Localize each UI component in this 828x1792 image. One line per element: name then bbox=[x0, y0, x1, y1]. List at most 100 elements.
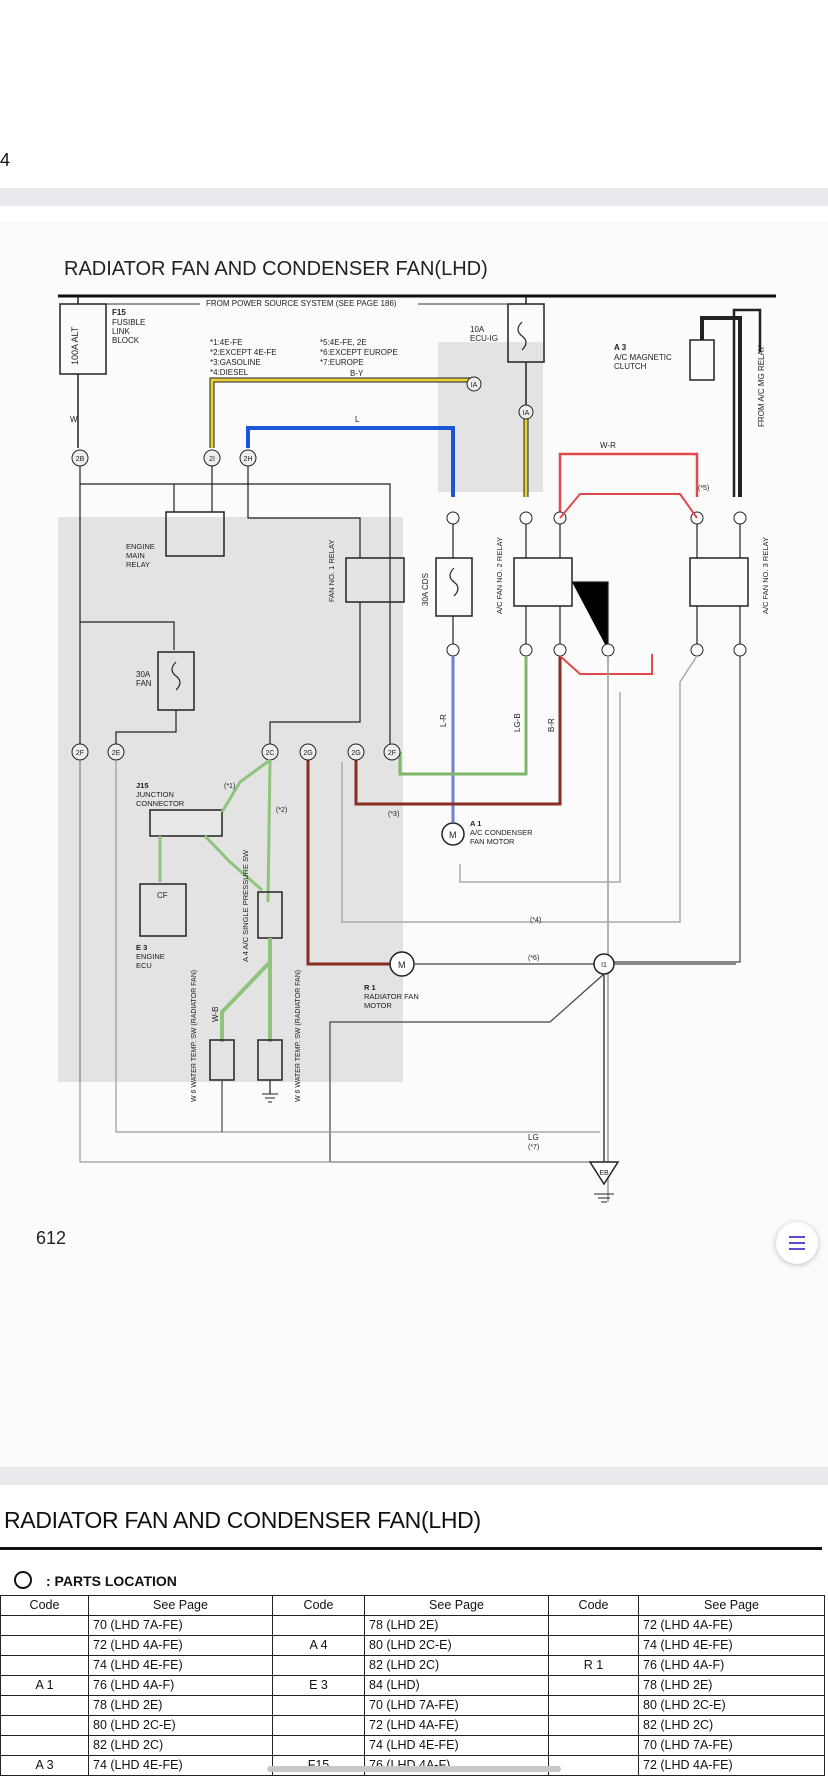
connector-2g-2-label: 2G bbox=[351, 750, 360, 757]
wire-label-br: B-R bbox=[547, 718, 556, 732]
see-page-cell: 82 (LHD 2C) bbox=[88, 1735, 273, 1756]
menu-button[interactable] bbox=[776, 1222, 818, 1264]
fuse-alt-box bbox=[59, 303, 107, 375]
legend-code-7: (*7) bbox=[528, 1144, 539, 1151]
note-2: *2:EXCEPT 4E-FE bbox=[210, 348, 277, 357]
see-page-cell: 74 (LHD 4E-FE) bbox=[88, 1755, 273, 1776]
code-cell bbox=[548, 1715, 639, 1736]
pressure-switch-label: A 4 A/C SINGLE PRESSURE SW bbox=[241, 849, 250, 962]
note-1: *1:4E-FE bbox=[210, 338, 242, 347]
code-cell bbox=[272, 1655, 365, 1676]
code-cell bbox=[272, 1715, 365, 1736]
ecu-code: E 3 bbox=[136, 943, 147, 952]
code-cell bbox=[272, 1615, 365, 1636]
wire-label-by: B-Y bbox=[350, 369, 364, 378]
header-see-page: See Page bbox=[88, 1595, 273, 1616]
see-page-cell: 70 (LHD 7A-FE) bbox=[638, 1735, 825, 1756]
header-code: Code bbox=[548, 1595, 639, 1616]
see-page-cell: 74 (LHD 4E-FE) bbox=[638, 1635, 825, 1656]
f15-code: F15 bbox=[112, 308, 126, 317]
ac-fan-no3-relay bbox=[689, 557, 749, 607]
source-note: FROM POWER SOURCE SYSTEM (SEE PAGE 186) bbox=[206, 299, 397, 308]
svg-text:CF: CF bbox=[157, 891, 168, 900]
legend-code-4: (*4) bbox=[530, 917, 541, 924]
fusible-label-3: BLOCK bbox=[112, 336, 140, 345]
parts-location-table: Code See Page Code See Page Code See Pag… bbox=[0, 1595, 825, 1776]
fuse-alt-label: 100A ALT bbox=[70, 326, 80, 365]
connector-2f-left-label: 2F bbox=[76, 750, 84, 757]
see-page-cell: 70 (LHD 7A-FE) bbox=[88, 1615, 273, 1636]
fan-fuse-label: FAN bbox=[136, 679, 152, 688]
code-cell bbox=[0, 1735, 89, 1756]
parts-page-title: RADIATOR FAN AND CONDENSER FAN(LHD) bbox=[4, 1507, 481, 1533]
code-cell bbox=[548, 1695, 639, 1716]
engine-ecu bbox=[139, 883, 187, 937]
header-see-page: See Page bbox=[364, 1595, 549, 1616]
connector-2b-label: 2B bbox=[76, 456, 85, 463]
see-page-cell: 74 (LHD 4E-FE) bbox=[88, 1655, 273, 1676]
see-page-cell: 74 (LHD 4E-FE) bbox=[364, 1735, 549, 1756]
engine-main-relay bbox=[165, 511, 225, 557]
ecu-ig-amp: 10A bbox=[470, 325, 485, 334]
note-7: *7:EUROPE bbox=[320, 358, 364, 367]
wire-label-lg: W-B bbox=[211, 1007, 220, 1022]
see-page-cell: 84 (LHD) bbox=[364, 1675, 549, 1696]
junction-connector bbox=[149, 809, 223, 837]
table-row: 82 (LHD 2C) 74 (LHD 4E-FE) 70 (LHD 7A-FE) bbox=[0, 1735, 825, 1756]
see-page-cell: 82 (LHD 2C) bbox=[364, 1655, 549, 1676]
wiring-diagram: RADIATOR FAN AND CONDENSER FAN(LHD) FROM… bbox=[36, 258, 776, 1248]
svg-text:M: M bbox=[398, 960, 406, 970]
radiator-label-1: RADIATOR FAN bbox=[364, 992, 419, 1001]
table-row: 80 (LHD 2C-E)72 (LHD 4A-FE)82 (LHD 2C) bbox=[0, 1715, 825, 1736]
connector-2i-label: 2I bbox=[209, 456, 215, 463]
connector-2h-label: 2H bbox=[244, 456, 253, 463]
junction-label-1: JUNCTION bbox=[136, 790, 174, 799]
water-temp-label-1: W 6 WATER TEMP. SW (RADIATOR FAN) bbox=[191, 970, 198, 1102]
legend-code-1: (*1) bbox=[224, 783, 235, 790]
code-cell bbox=[548, 1615, 639, 1636]
ac-fan-no2-relay bbox=[513, 557, 573, 607]
clutch-code: A 3 bbox=[614, 343, 627, 352]
see-page-cell: 70 (LHD 7A-FE) bbox=[364, 1695, 549, 1716]
clutch-label-2: CLUTCH bbox=[614, 362, 647, 371]
code-cell: A 1 bbox=[0, 1675, 89, 1696]
junction-label-2: CONNECTOR bbox=[136, 799, 185, 808]
ecu-label-2: ECU bbox=[136, 961, 152, 970]
ground-eb-label: EB bbox=[599, 1170, 609, 1177]
cds-fuse-label: 30A CDS bbox=[421, 573, 430, 606]
code-cell bbox=[0, 1655, 89, 1676]
radiator-code: R 1 bbox=[364, 983, 376, 992]
code-cell: A 3 bbox=[0, 1755, 89, 1776]
radiator-label-2: MOTOR bbox=[364, 1001, 392, 1010]
see-page-cell: 76 (LHD 4A-F) bbox=[638, 1655, 825, 1676]
menu-icon-line bbox=[789, 1248, 805, 1250]
menu-icon bbox=[789, 1236, 805, 1238]
ac-fan-no2-label: A/C FAN NO. 2 RELAY bbox=[495, 537, 504, 614]
code-cell bbox=[548, 1735, 639, 1756]
page-number: 612 bbox=[36, 1228, 66, 1248]
ac-fan-no3-label: A/C FAN NO. 3 RELAY bbox=[761, 537, 770, 614]
ecu-label-1: ENGINE bbox=[136, 952, 165, 961]
circle-icon bbox=[14, 1571, 32, 1589]
connector-2g-1 bbox=[299, 743, 317, 761]
relay-label-1: ENGINE bbox=[126, 542, 155, 551]
connector-ia-2 bbox=[518, 404, 534, 420]
note-6: *6:EXCEPT EUROPE bbox=[320, 348, 398, 357]
parts-location-label: : PARTS LOCATION bbox=[46, 1573, 177, 1589]
cds-fuse-30a bbox=[435, 557, 473, 617]
fusible-label-1: FUSIBLE bbox=[112, 318, 145, 327]
connector-2g-2 bbox=[347, 743, 365, 761]
code-cell: E 3 bbox=[272, 1675, 365, 1696]
home-indicator[interactable] bbox=[267, 1766, 561, 1772]
condenser-motor bbox=[441, 822, 465, 846]
code-cell bbox=[548, 1675, 639, 1696]
note-3: *3:GASOLINE bbox=[210, 358, 261, 367]
from-relay-label: FROM A/C MG RELAY bbox=[757, 345, 766, 427]
parts-location-page: RADIATOR FAN AND CONDENSER FAN(LHD) : PA… bbox=[0, 1485, 828, 1792]
water-temp-label-2: W 6 WATER TEMP. SW (RADIATOR FAN) bbox=[295, 970, 302, 1102]
condenser-label-2: FAN MOTOR bbox=[470, 837, 515, 846]
note-4: *4:DIESEL bbox=[210, 368, 249, 377]
relay-label-2: MAIN bbox=[126, 551, 145, 560]
